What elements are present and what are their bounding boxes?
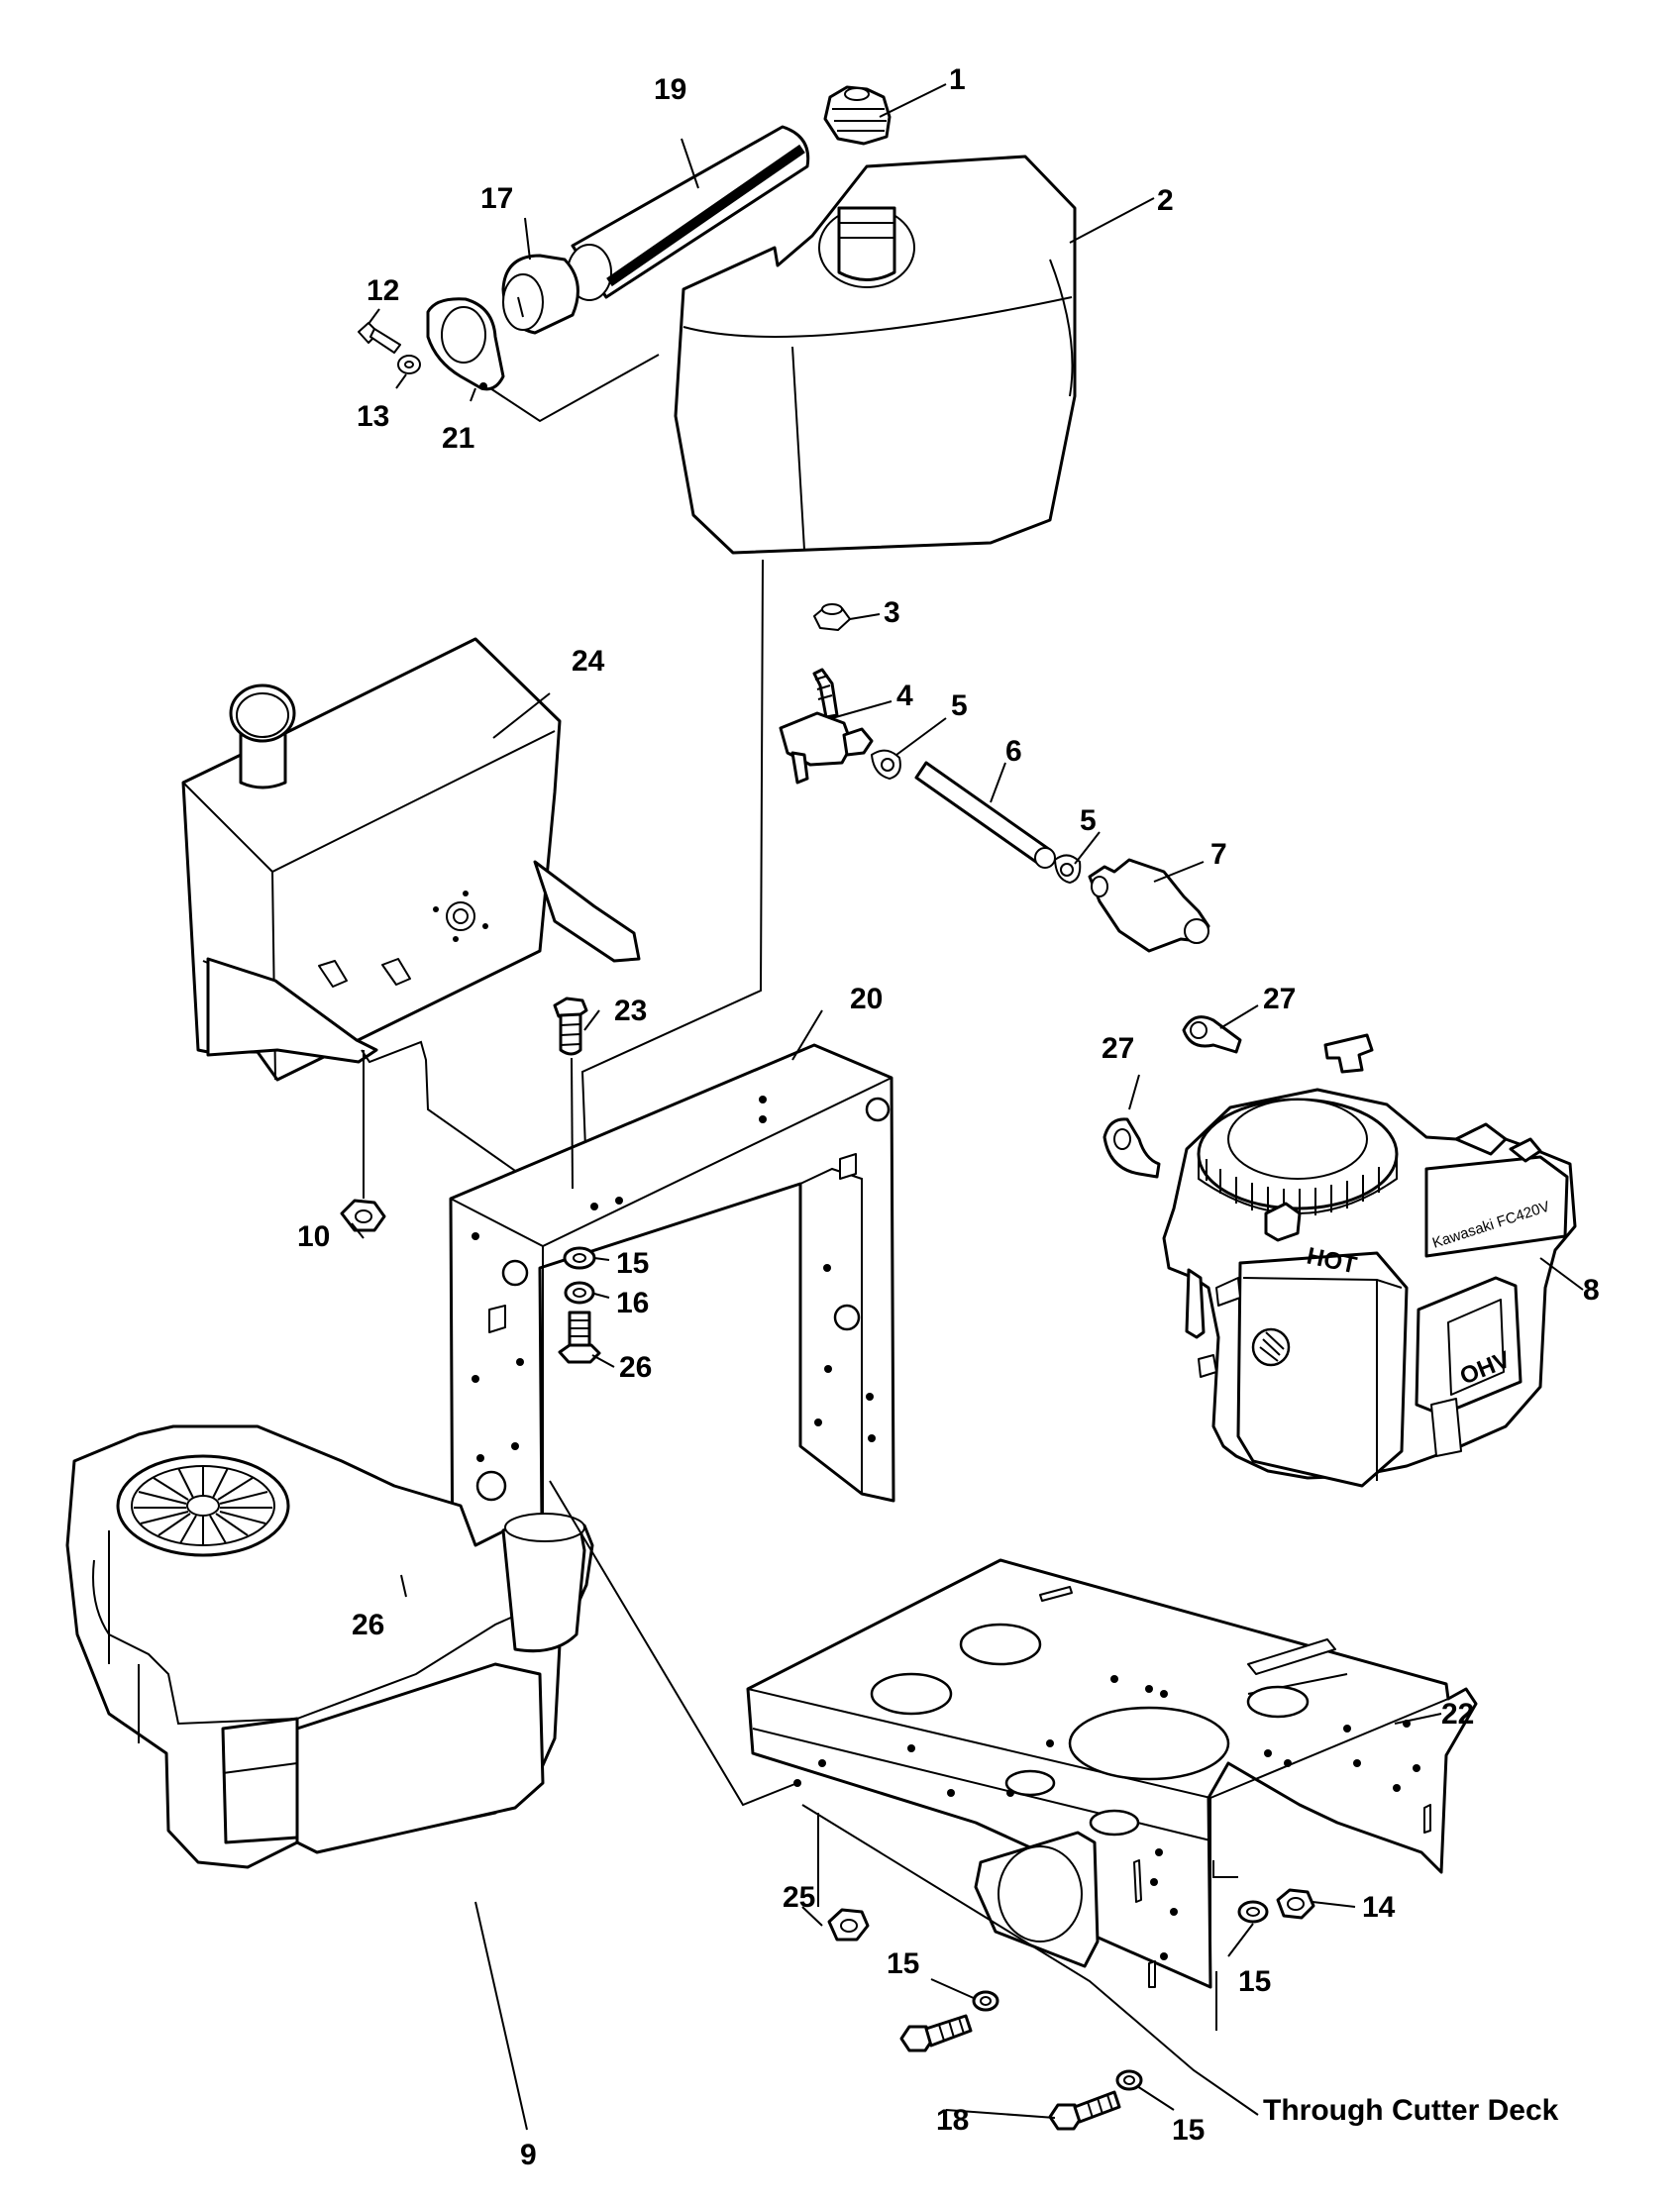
hex-nut-10 bbox=[340, 1050, 386, 1232]
hex-nut-14 bbox=[1276, 1888, 1315, 1920]
callout-15d: 15 bbox=[1172, 2114, 1205, 2147]
callout-22: 22 bbox=[1441, 1698, 1474, 1731]
washer-15-deck-right bbox=[1237, 1900, 1269, 1924]
callout-5b: 5 bbox=[1080, 804, 1097, 837]
bolt-18-lower bbox=[1048, 2090, 1121, 2131]
callout-7: 7 bbox=[1210, 838, 1227, 871]
callout-leaders bbox=[351, 83, 1584, 2131]
callout-15a: 15 bbox=[616, 1247, 649, 1280]
muffler-shield-24 bbox=[181, 637, 641, 1082]
fuel-line-6 bbox=[914, 761, 1056, 869]
callout-5a: 5 bbox=[951, 689, 968, 722]
grommet-3 bbox=[813, 603, 851, 631]
lock-washer-16 bbox=[564, 1281, 595, 1305]
bolt-26-frame bbox=[558, 1311, 601, 1364]
fuel-cap bbox=[823, 85, 892, 146]
callout-27b: 27 bbox=[1102, 1032, 1134, 1065]
callout-17: 17 bbox=[480, 182, 513, 215]
callout-19: 19 bbox=[654, 73, 686, 106]
vent-cap-17 bbox=[501, 254, 579, 335]
leader-clamp-to-tank bbox=[489, 354, 660, 423]
leader-frame-to-deck bbox=[549, 1480, 798, 1807]
through-cutter-deck-note: Through Cutter Deck bbox=[1263, 2094, 1559, 2127]
callout-8: 8 bbox=[1583, 1274, 1600, 1307]
callout-26b: 26 bbox=[352, 1609, 384, 1641]
callout-27a: 27 bbox=[1263, 983, 1296, 1015]
deck-plate-22 bbox=[746, 1558, 1478, 1989]
callout-25: 25 bbox=[783, 1881, 815, 1914]
callout-18: 18 bbox=[936, 2104, 969, 2137]
callout-15c: 15 bbox=[887, 1947, 919, 1980]
callout-26a: 26 bbox=[619, 1351, 652, 1384]
shutoff-valve-4 bbox=[779, 668, 874, 785]
hose-clamp-5b bbox=[1054, 854, 1082, 884]
callout-12: 12 bbox=[367, 274, 399, 307]
callout-21: 21 bbox=[442, 422, 474, 455]
callout-20: 20 bbox=[850, 983, 883, 1015]
callout-4: 4 bbox=[896, 680, 913, 712]
callout-10: 10 bbox=[297, 1220, 330, 1253]
callout-6: 6 bbox=[1005, 735, 1022, 768]
callout-1: 1 bbox=[949, 63, 966, 96]
bolt-23 bbox=[553, 997, 588, 1190]
callout-3: 3 bbox=[884, 596, 900, 629]
callout-2: 2 bbox=[1157, 184, 1174, 217]
hex-nut-25 bbox=[827, 1908, 870, 1942]
engine-8: Kawasaki FC420V HOT OHV bbox=[1162, 1033, 1577, 1488]
leader-deck-side bbox=[1212, 1860, 1238, 1878]
washer-15-frame bbox=[563, 1246, 596, 1270]
callout-24: 24 bbox=[572, 645, 605, 678]
washer-15-deck-lower bbox=[1115, 2069, 1143, 2091]
callout-23: 23 bbox=[614, 995, 647, 1027]
bolt-18-upper bbox=[899, 2014, 973, 2052]
fuel-filter-7 bbox=[1088, 858, 1210, 953]
callout-13: 13 bbox=[357, 400, 389, 433]
washer-15-deck-upper bbox=[972, 1990, 999, 2012]
hose-clamp-5a bbox=[871, 749, 901, 780]
callout-14: 14 bbox=[1362, 1891, 1396, 1924]
clip-27-lower bbox=[1102, 1117, 1161, 1179]
fuel-tank bbox=[674, 155, 1077, 555]
callout-labels: 1 2 3 4 5 5 6 7 8 9 10 12 13 14 15 15 15… bbox=[297, 63, 1600, 2171]
clip-27-upper bbox=[1182, 1015, 1242, 1054]
callout-16: 16 bbox=[616, 1287, 649, 1319]
clamp-21 bbox=[426, 297, 505, 391]
callout-9: 9 bbox=[520, 2139, 537, 2171]
leader-tank-to-frame bbox=[580, 559, 764, 1175]
engine-9 bbox=[65, 1424, 594, 1869]
leader-through-deck bbox=[801, 1804, 1259, 2116]
washer-13 bbox=[397, 355, 421, 374]
callout-15b: 15 bbox=[1238, 1965, 1271, 1998]
bolt-12 bbox=[358, 322, 401, 354]
